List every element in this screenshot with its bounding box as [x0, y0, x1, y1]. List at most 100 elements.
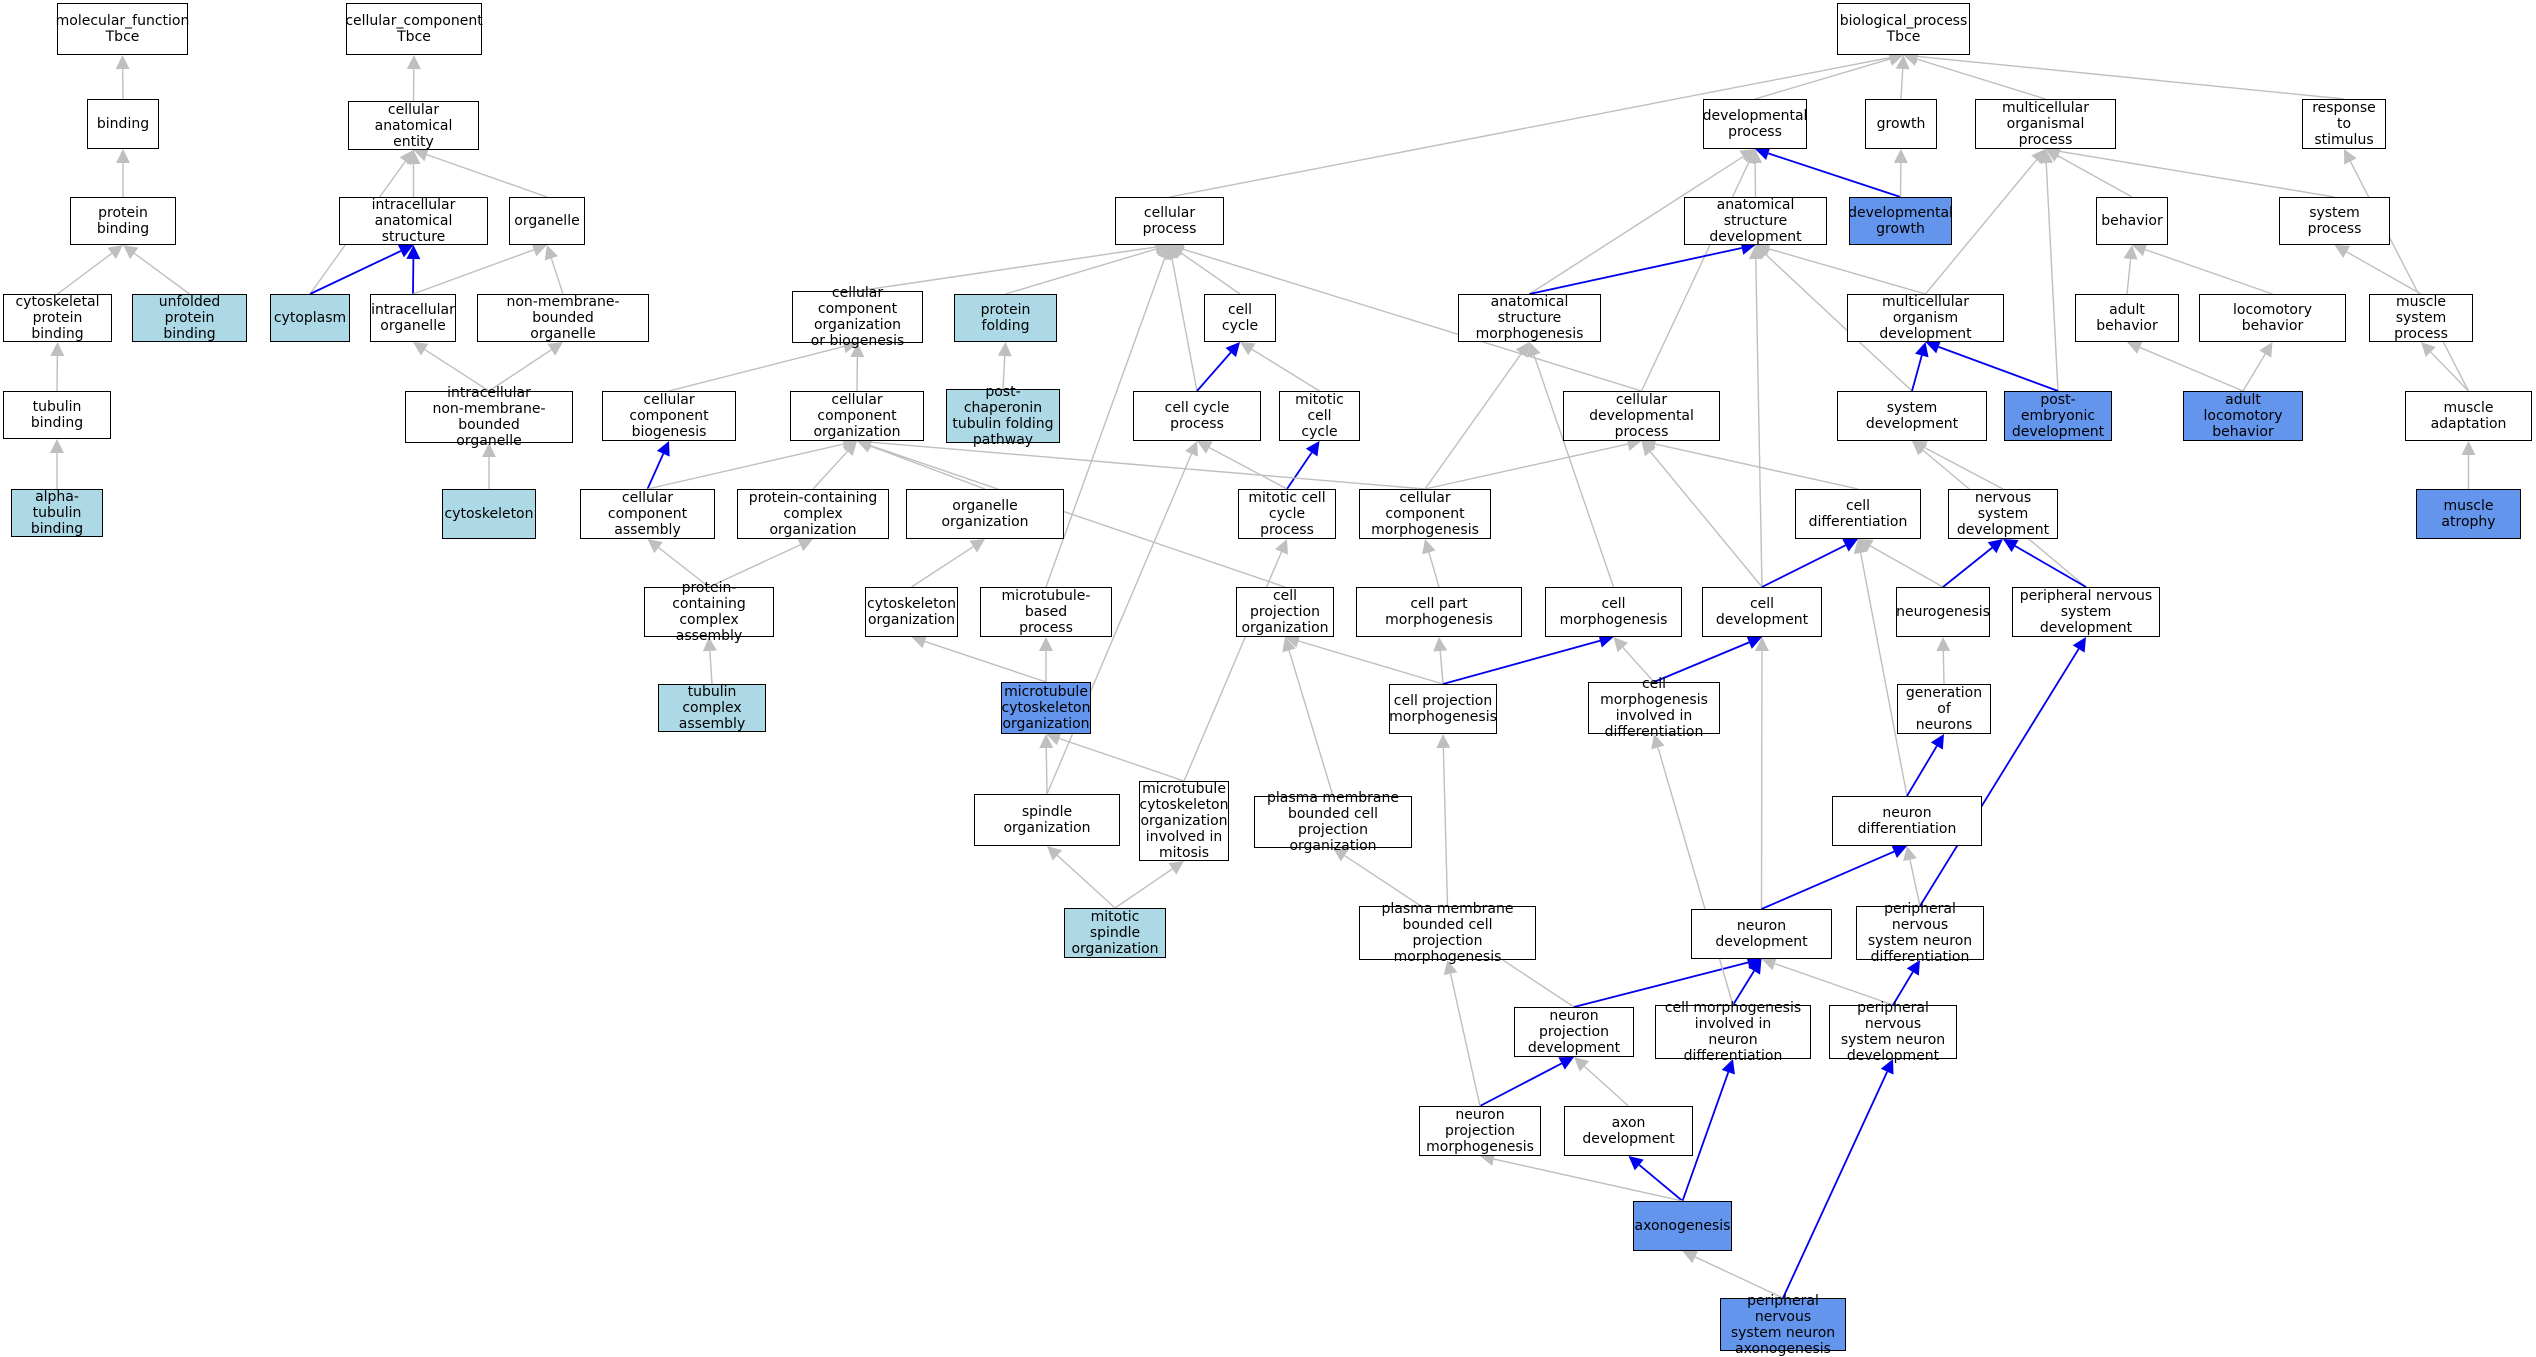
edge-msp-to-sys_proc [2347, 252, 2421, 294]
sys-proc-node: system process [2279, 197, 2390, 245]
edge-cell_cycle-to-cell_proc [1181, 253, 1240, 294]
cytoskeletal-pb-node: cytoskeletal protein binding [3, 294, 112, 342]
edge-ccp-to-cell_proc [1172, 259, 1197, 391]
edge-arrowhead [1936, 637, 1950, 651]
cmid-node: cell morphogenesis involved in different… [1588, 682, 1720, 734]
cc-node: cellular_component Tbce [346, 3, 482, 55]
edge-intra_org-to-organelle [413, 250, 534, 294]
pcco-node: protein-containing complex organization [737, 489, 889, 539]
edge-cca-to-ccb [648, 454, 664, 489]
axon-dev-node: axon development [1564, 1106, 1693, 1156]
edge-pmbcpm-to-cpmorph [1443, 748, 1447, 906]
edge-arrowhead [547, 342, 563, 356]
mf-node: molecular_function Tbce [57, 3, 188, 55]
edge-neurogenesis-to-nsd [1943, 548, 1992, 587]
cpmorph-node: cell projection morphogenesis [1389, 684, 1497, 734]
edge-arrowhead [1306, 441, 1320, 457]
mtbp-node: microtubule-based process [980, 587, 1112, 637]
dev-growth-node: developmental growth [1849, 197, 1952, 245]
cmind-node: cell morphogenesis involved in neuron di… [1655, 1005, 1811, 1059]
ccob-node: cellular component organization or bioge… [792, 291, 923, 343]
edge-tca-to-pcca [710, 651, 712, 684]
edge-cmind-to-cmid [1658, 747, 1733, 1005]
edge-cell_morph-to-asm [1534, 355, 1613, 587]
edge-arrowhead [2003, 539, 2019, 552]
edge-mcc-to-cell_cycle [1252, 349, 1320, 391]
edge-mop-to-bp [1917, 59, 2046, 99]
edge-arrowhead [1422, 539, 1435, 554]
cpm-node: cell part morphogenesis [1356, 587, 1522, 637]
pctfp-node: post-chaperonin tubulin folding pathway [946, 389, 1060, 443]
pnsd-node: peripheral nervous system development [2012, 587, 2160, 637]
edge-npm-to-pmbcpm [1451, 974, 1480, 1106]
edge-rts-to-bp [1917, 56, 2344, 99]
cytoplasm-node: cytoplasm [270, 294, 350, 342]
edge-cell_dev-to-cell_diff [1762, 545, 1845, 587]
rts-node: response to stimulus [2302, 99, 2386, 149]
cell-cycle-node: cell cycle [1204, 294, 1276, 342]
cytoskeleton-node: cytoskeleton [442, 489, 536, 539]
mcoim-node: microtubule cytoskeleton organization in… [1139, 781, 1229, 861]
edge-ped-to-mop [2046, 163, 2058, 391]
edge-cpmorph-to-cpm [1440, 651, 1443, 684]
cco-node: cellular component organization [790, 391, 924, 441]
mso-node: mitotic spindle organization [1064, 908, 1166, 958]
npd-node: neuron projection development [1514, 1007, 1634, 1057]
pcca-node: protein-containing complex assembly [644, 587, 774, 637]
edge-npm-to-npd [1480, 1063, 1562, 1106]
edge-cpmorph-to-cell_morph [1443, 641, 1600, 684]
edge-cca-to-cco [648, 444, 844, 489]
asm-node: anatomical structure morphogenesis [1458, 294, 1601, 342]
edge-neuron_diff-to-gon [1907, 746, 1937, 796]
edge-mso-to-mcoim [1115, 869, 1172, 908]
npm-node: neuron projection morphogenesis [1419, 1106, 1541, 1156]
edge-pnsndev-to-neuron_dev [1775, 964, 1893, 1005]
dev-proc-node: developmental process [1703, 99, 1807, 149]
edge-alb-to-adult_beh [2140, 347, 2243, 391]
mco-node: microtubule cytoskeleton organization [1001, 682, 1091, 734]
edge-cpmorph-to-cpo [1298, 641, 1443, 684]
edge-gon-to-neurogenesis [1943, 651, 1944, 684]
cpo-node: cell projection organization [1236, 587, 1334, 637]
intra-org-node: intracellular organelle [370, 294, 456, 342]
edge-sys_dev-to-mod [1912, 355, 1922, 391]
edge-adult_beh-to-behavior [2127, 259, 2131, 294]
edge-arrowhead [1039, 637, 1053, 651]
edge-arrowhead [1915, 342, 1928, 357]
edge-axon_dev-to-npd [1584, 1066, 1628, 1106]
growth-node: growth [1865, 99, 1937, 149]
edge-mso-to-spindle_org [1057, 855, 1115, 908]
edge-mco-to-cyto_org [925, 641, 1046, 682]
inmbo-node: intracellular non-membrane-bounded organ… [405, 391, 573, 443]
edge-ccm-to-asm [1425, 353, 1521, 489]
edge-arrowhead [1903, 846, 1917, 861]
protein-binding-node: protein binding [70, 197, 176, 245]
cyto-org-node: cytoskeleton organization [865, 587, 958, 637]
edge-cytoplasm-to-ias [310, 251, 401, 294]
pmbcpm-node: plasma membrane bounded cell projection … [1359, 906, 1536, 960]
mcc-node: mitotic cell cycle [1279, 391, 1360, 441]
edge-pnsd-to-nsd [2015, 546, 2086, 587]
edge-unfolded_pb-to-protein_binding [134, 253, 189, 294]
edge-arrowhead [1629, 1156, 1644, 1170]
tca-node: tubulin complex assembly [658, 684, 766, 732]
edge-cyto_org-to-org_org [912, 547, 974, 587]
edge-cell_dev-to-cdp [1650, 452, 1762, 587]
edge-cell_diff-to-cdp [1655, 444, 1858, 489]
edge-pcco-to-cco [813, 451, 848, 489]
neuron-diff-node: neuron differentiation [1832, 796, 1982, 846]
spindle-org-node: spindle organization [974, 794, 1120, 846]
muscle-adapt-node: muscle adaptation [2405, 391, 2532, 441]
edge-arrowhead [2073, 637, 2086, 653]
edge-mcoim-to-mco [1059, 739, 1184, 781]
edge-arrowhead [2335, 245, 2351, 258]
cell-proc-node: cellular process [1115, 197, 1224, 245]
edge-arrowhead [1988, 539, 2003, 553]
edge-loco_beh-to-behavior [2145, 250, 2272, 294]
edge-arrowhead [969, 539, 985, 553]
edge-ccp-to-cell_cycle [1197, 353, 1231, 391]
behavior-node: behavior [2096, 197, 2168, 245]
loco-beh-node: locomotory behavior [2199, 294, 2346, 342]
gon-node: generation of neurons [1897, 684, 1991, 734]
ccb-node: cellular component biogenesis [602, 391, 736, 441]
